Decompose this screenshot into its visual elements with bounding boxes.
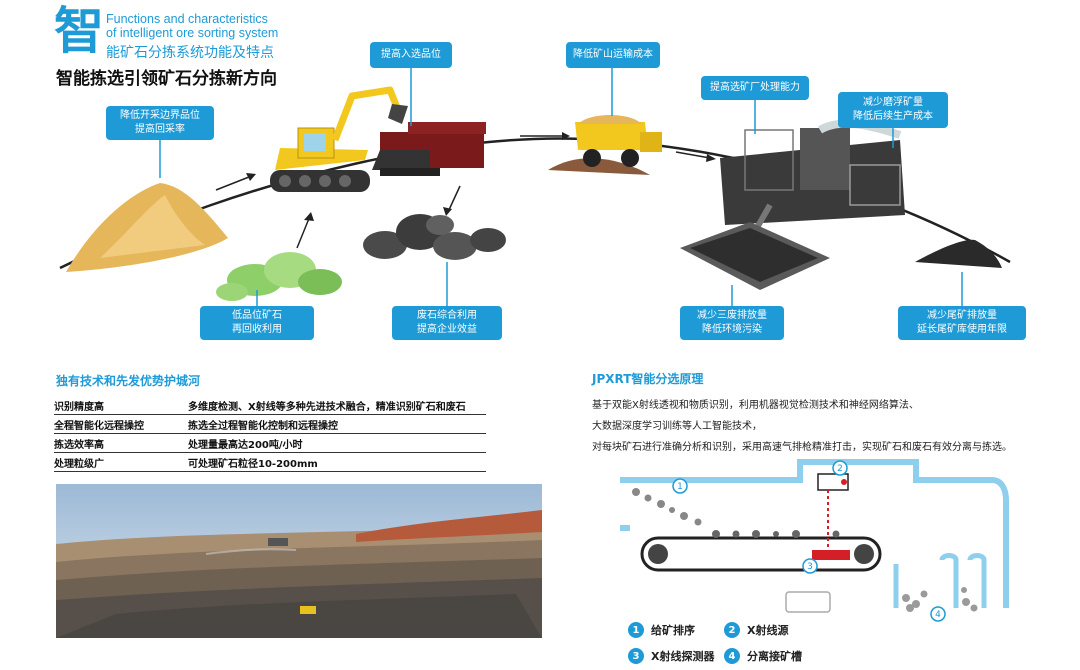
feature-label: 处理粒级广 (54, 458, 104, 470)
xray-detector (812, 550, 850, 560)
callout-lower-transport-cost: 降低矿山运输成本 (566, 42, 660, 68)
english-title-line2: of intelligent ore sorting system (106, 26, 279, 40)
chinese-subtitle: 能矿石分拣系统功能及特点 (106, 45, 274, 61)
title-initial-char: 智 (54, 2, 104, 60)
marker-4-label: 4 (935, 610, 941, 620)
waste-rock-icon (363, 214, 506, 260)
tailings-pile-icon (915, 239, 1002, 268)
processing-plant-icon (720, 119, 905, 242)
feature-row: 识别精度高 多维度检测、X射线等多种先进技术融合，精准识别矿石和废石 (54, 396, 486, 415)
legend-item-xray-source: 2 X射线源 (724, 622, 788, 638)
callout-reduce-milling: 减少磨浮矿量 降低后续生产成本 (838, 92, 948, 128)
principle-line: 对每块矿石进行准确分析和识别，采用高速气排枪精准打击，实现矿石和废石有效分离与拣… (592, 442, 1012, 453)
legend-item-detector: 3 X射线探测器 (628, 648, 714, 664)
arrow-lowgrade-to-excavator (296, 215, 311, 249)
callout-reduce-tailings: 减少尾矿排放量 延长尾矿库使用年限 (898, 306, 1026, 340)
arrow-pile-to-excavator (215, 174, 255, 191)
legend-number: 1 (628, 622, 644, 638)
open-pit-mine-photo (56, 484, 542, 638)
feature-label: 拣选效率高 (54, 439, 104, 451)
ore-pile-icon (66, 183, 228, 272)
legend-label: 分离接矿槽 (747, 650, 802, 663)
diagram-markers (672, 460, 946, 622)
legend-label: 给矿排序 (651, 624, 695, 637)
tailings-tray-icon (680, 222, 830, 290)
marker-1-label: 1 (677, 482, 683, 492)
control-box (785, 591, 831, 613)
callout-raise-feed-grade: 提高入选品位 (370, 42, 452, 68)
legend-number: 3 (628, 648, 644, 664)
flow-arrows (215, 135, 711, 249)
callout-leaders (159, 68, 963, 306)
feature-label: 全程智能化远程操控 (54, 420, 144, 432)
separation-chutes (893, 553, 987, 608)
conveyor-roller-right (854, 544, 874, 564)
marker-3-label: 3 (807, 562, 813, 572)
callout-reduce-emissions: 减少三废排放量 降低环境污染 (680, 306, 784, 340)
principle-heading: JPXRT智能分选原理 (592, 372, 704, 386)
low-grade-ore-icon (216, 252, 342, 301)
legend-item-chutes: 4 分离接矿槽 (724, 648, 802, 664)
features-heading: 独有技术和先发优势护城河 (56, 374, 201, 388)
principle-line: 基于双能X射线透视和物质识别，利用机器视觉检测技术和神经网络算法、 (592, 400, 919, 411)
xray-source (817, 473, 849, 491)
legend-label: X射线探测器 (651, 650, 715, 663)
legend-label: X射线源 (747, 624, 789, 637)
sorting-machine-icon (372, 122, 486, 176)
feature-row: 拣选效率高 处理量最高达200吨/小时 (54, 434, 486, 453)
legend-number: 4 (724, 648, 740, 664)
legend-number: 2 (724, 622, 740, 638)
arrow-sorter-to-waste (447, 185, 461, 213)
excavator-icon (270, 86, 408, 192)
callout-raise-plant-capacity: 提高选矿厂处理能力 (701, 76, 809, 100)
sorted-rocks (902, 587, 978, 612)
main-title: 智能拣选引领矿石分拣新方向 (56, 69, 277, 89)
process-illustration (59, 68, 1011, 306)
belt-rocks (712, 530, 840, 538)
principle-description: 基于双能X射线透视和物质识别，利用机器视觉检测技术和神经网络算法、 大数据深度学… (592, 395, 1072, 458)
feature-row: 全程智能化远程操控 拣选全过程智能化控制和远程操控 (54, 415, 486, 434)
feature-label: 识别精度高 (54, 401, 104, 413)
feature-value: 处理量最高达200吨/小时 (188, 439, 303, 451)
feature-row: 处理粒级广 可处理矿石粒径10-200mm (54, 453, 486, 472)
principle-line: 大数据深度学习训练等人工智能技术， (592, 421, 762, 432)
callout-waste-reuse: 废石综合利用 提高企业效益 (392, 306, 502, 340)
feature-value: 拣选全过程智能化控制和远程操控 (188, 420, 338, 432)
english-title-line1: Functions and characteristics (106, 12, 268, 26)
conveyor-roller-left (648, 544, 668, 564)
callout-raise-recovery: 降低开采边界品位 提高回采率 (106, 106, 214, 140)
features-table: 识别精度高 多维度检测、X射线等多种先进技术融合，精准识别矿石和废石 全程智能化… (54, 396, 486, 472)
callout-low-grade-reuse: 低品位矿石 再回收利用 (200, 306, 314, 340)
feature-value: 可处理矿石粒径10-200mm (188, 458, 318, 470)
marker-2-label: 2 (837, 464, 843, 474)
conveyor-belt (640, 536, 882, 572)
dump-truck-icon (548, 115, 662, 175)
arrow-heads (246, 132, 716, 221)
arrow-truck-to-plant (675, 151, 711, 159)
feed-rocks (632, 488, 702, 526)
sorting-principle-diagram: 1 2 3 4 (620, 459, 1009, 622)
legend-item-feed: 1 给矿排序 (628, 622, 695, 638)
english-title: Functions and characteristics of intelli… (106, 12, 278, 40)
feature-value: 多维度检测、X射线等多种先进技术融合，精准识别矿石和废石 (188, 401, 466, 413)
